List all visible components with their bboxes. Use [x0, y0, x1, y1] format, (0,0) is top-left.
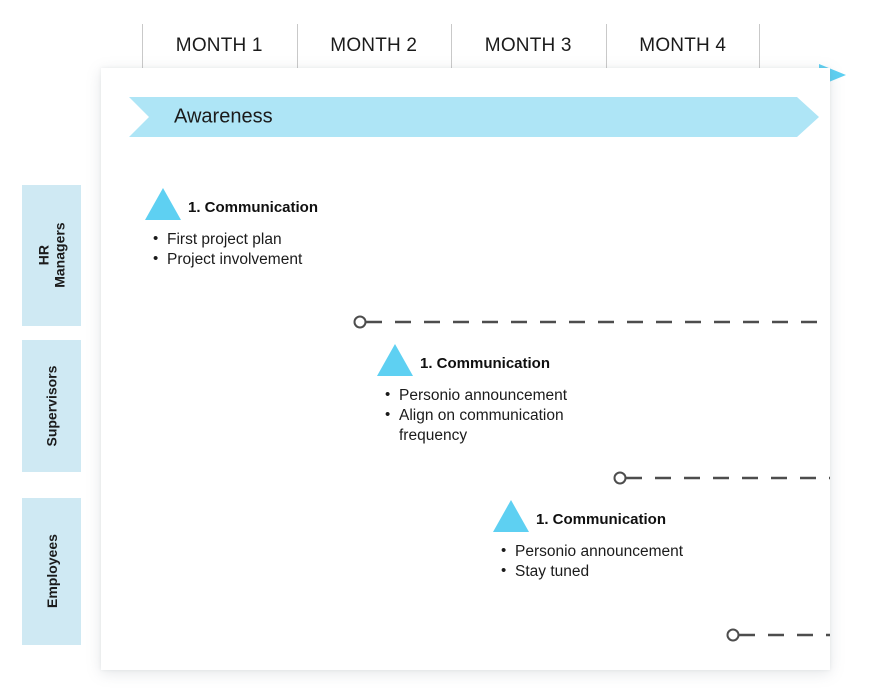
- list-item: Stay tuned: [501, 561, 683, 582]
- milestone-bullet-list: Personio announcement Align on communica…: [385, 385, 567, 446]
- milestone-header: 1. Communication: [145, 188, 318, 220]
- milestone-bullet-list: Personio announcement Stay tuned: [501, 541, 683, 582]
- sidebar-item-supervisors[interactable]: Supervisors: [22, 340, 81, 472]
- phase-banner-awareness: Awareness: [129, 97, 819, 137]
- connector-hr-managers: [353, 315, 830, 329]
- milestone-header: 1. Communication: [493, 500, 683, 532]
- month-label: MONTH 1: [175, 35, 263, 56]
- circle-node-icon: [726, 628, 740, 642]
- month-label: MONTH 4: [639, 35, 727, 56]
- milestone-employees[interactable]: 1. Communication Personio announcement S…: [493, 500, 683, 582]
- connector-employees: [726, 628, 830, 642]
- list-item: Personio announcement: [385, 385, 567, 406]
- triangle-milestone-icon: [377, 344, 413, 376]
- circle-node-icon: [353, 315, 367, 329]
- milestone-supervisors[interactable]: 1. Communication Personio announcement A…: [377, 344, 567, 445]
- list-item: Align on communication frequency: [385, 405, 567, 446]
- sidebar-item-hr-managers[interactable]: HR Managers: [22, 185, 81, 326]
- month-column-2: MONTH 2: [296, 24, 452, 70]
- list-item: Personio announcement: [501, 541, 683, 562]
- circle-node-icon: [613, 471, 627, 485]
- month-column-4: MONTH 4: [605, 24, 761, 70]
- month-label: MONTH 2: [330, 35, 418, 56]
- milestone-bullet-list: First project plan Project involvement: [153, 229, 318, 270]
- timeline-month-header: MONTH 1 MONTH 2 MONTH 3 MONTH 4: [142, 24, 761, 70]
- list-item: First project plan: [153, 229, 318, 250]
- month-column-1: MONTH 1: [142, 24, 297, 70]
- lane-label-text: HR Managers: [35, 222, 68, 289]
- milestone-header: 1. Communication: [377, 344, 567, 376]
- month-column-3: MONTH 3: [451, 24, 606, 70]
- triangle-milestone-icon: [493, 500, 529, 532]
- milestone-hr-managers[interactable]: 1. Communication First project plan Proj…: [145, 188, 318, 270]
- milestone-title: 1. Communication: [420, 355, 551, 372]
- list-item: Project involvement: [153, 249, 318, 270]
- milestone-title: 1. Communication: [188, 199, 319, 216]
- sidebar-item-employees[interactable]: Employees: [22, 498, 81, 645]
- connector-supervisors: [613, 471, 830, 485]
- phase-label: Awareness: [174, 105, 273, 128]
- lane-label-text: Employees: [43, 534, 60, 609]
- lane-label-text: Supervisors: [43, 365, 60, 447]
- milestone-title: 1. Communication: [536, 511, 667, 528]
- roadmap-panel: Awareness 1. Communication First project…: [101, 68, 830, 670]
- triangle-milestone-icon: [145, 188, 181, 220]
- month-label: MONTH 3: [484, 35, 572, 56]
